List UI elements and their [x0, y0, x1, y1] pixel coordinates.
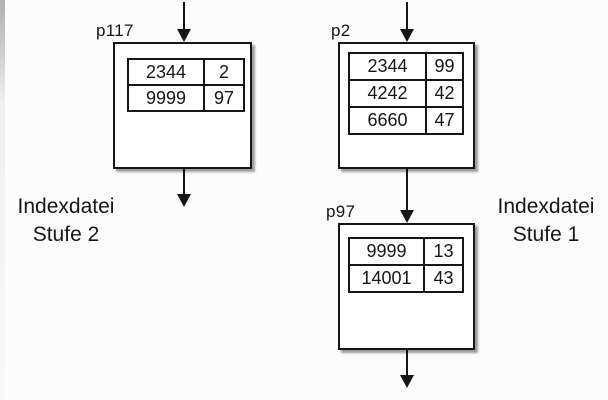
arrow-down-icon [400, 375, 414, 388]
pointer-cell: 47 [425, 106, 464, 135]
arrow-shaft [183, 169, 185, 195]
caption-line: Stufe 1 [512, 223, 580, 246]
arrow-down-icon [177, 194, 191, 207]
arrow-down-icon [400, 29, 414, 42]
node-label-p97: p97 [326, 202, 356, 221]
node-label-p2: p2 [331, 21, 351, 40]
node-label-p117: p117 [96, 21, 134, 40]
flow-arrow-out-of-p117 [177, 169, 191, 207]
pointer-cell: 99 [425, 52, 464, 81]
arrow-shaft [183, 2, 185, 30]
caption-line: Stufe 2 [32, 223, 100, 246]
index-row: 9999 97 [127, 84, 245, 112]
key-cell: 2344 [348, 52, 427, 81]
pointer-cell: 2 [203, 58, 245, 86]
index-table-p117: 2344 2 9999 97 [127, 58, 245, 112]
key-cell: 9999 [127, 84, 205, 112]
index-row: 2344 99 [348, 52, 464, 81]
pointer-cell: 13 [423, 237, 464, 266]
caption-line: Indexdatei [17, 195, 115, 218]
scan-edge-artifact [0, 0, 5, 400]
flow-arrow-into-p117 [177, 2, 191, 42]
caption-line: Indexdatei [497, 195, 595, 218]
key-cell: 6660 [348, 106, 427, 135]
key-cell: 14001 [348, 264, 425, 293]
caption-level-2: Indexdatei Stufe 2 [4, 193, 128, 249]
arrow-shaft [406, 2, 408, 30]
key-cell: 4242 [348, 79, 427, 108]
arrow-down-icon [177, 29, 191, 42]
arrow-down-icon [400, 210, 414, 223]
flow-arrow-p2-to-p97 [400, 169, 414, 223]
index-row: 4242 42 [348, 79, 464, 108]
index-table-p97: 9999 13 14001 43 [348, 237, 464, 293]
flow-arrow-into-p2 [400, 2, 414, 42]
arrow-shaft [406, 350, 408, 376]
index-row: 9999 13 [348, 237, 464, 266]
index-table-p2: 2344 99 4242 42 6660 47 [348, 52, 464, 135]
key-cell: 9999 [348, 237, 425, 266]
index-row: 14001 43 [348, 264, 464, 293]
caption-level-1: Indexdatei Stufe 1 [484, 193, 608, 249]
index-row: 2344 2 [127, 58, 245, 86]
pointer-cell: 42 [425, 79, 464, 108]
pointer-cell: 97 [203, 84, 245, 112]
arrow-shaft [406, 169, 408, 211]
key-cell: 2344 [127, 58, 205, 86]
pointer-cell: 43 [423, 264, 464, 293]
index-row: 6660 47 [348, 106, 464, 135]
flow-arrow-out-of-p97 [400, 350, 414, 388]
